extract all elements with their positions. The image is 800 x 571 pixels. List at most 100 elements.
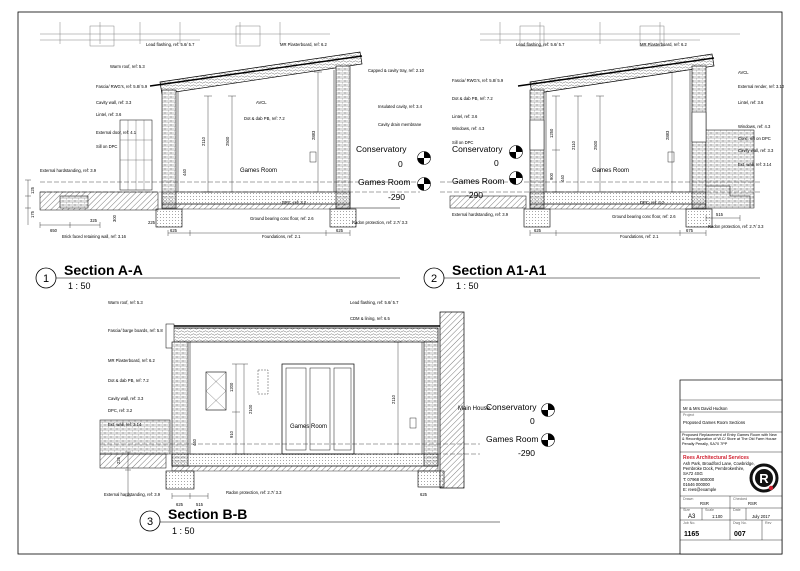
section-title: Section A-A xyxy=(64,262,143,278)
section-title: Section B-B xyxy=(168,506,247,522)
annotation: Ground bearing conc floor, ref: 2.6 xyxy=(612,214,676,219)
drawn-label: Drawn xyxy=(683,497,693,501)
dimension: 300 xyxy=(112,214,117,222)
section-title-2: 2 Section A1-A1 1 : 50 xyxy=(423,262,760,291)
dwg-number: 007 xyxy=(734,531,746,538)
dimension: 175 xyxy=(30,210,35,218)
annotation: Windows, ref: 4.3 xyxy=(738,124,771,129)
section-number: 1 xyxy=(43,273,49,285)
drawn-value: RSR xyxy=(700,501,709,506)
level-labels: Conservatory 0 Games Room -290 Conservat… xyxy=(356,144,538,458)
annotation: External hardstanding, ref: 3.9 xyxy=(104,492,161,497)
annotation: Sill on DPC xyxy=(96,144,117,149)
annotation: External render, ref: 3.10 xyxy=(738,84,785,89)
annotation: Cavity wall, ref: 3.3 xyxy=(108,396,144,401)
firm-logo: R xyxy=(749,463,779,493)
section-number: 2 xyxy=(431,273,437,285)
section-title-3: 3 Section B-B 1 : 50 xyxy=(139,506,500,536)
firm-address-line: Ash Park, Broadford Lane, Cowbridge, xyxy=(683,461,755,466)
dimension: 900 xyxy=(549,172,554,180)
annotation: Fascia/ RWG's, ref: 5.8/ 5.9 xyxy=(96,84,148,89)
annotation: Foundations, ref: 2.1 xyxy=(262,234,301,239)
dimension: 625 xyxy=(176,502,184,507)
dimension: 440 xyxy=(182,168,187,176)
annotation: Capped & cavity tray, ref: 2.10 xyxy=(368,68,425,73)
job-label: Job No. xyxy=(683,521,695,525)
annotation: MR Plasterboard, ref: 6.2 xyxy=(640,42,687,47)
level-value: -290 xyxy=(466,190,483,200)
annotation: External hardstanding, ref: 3.9 xyxy=(40,168,97,173)
section-title: Section A1-A1 xyxy=(452,262,547,278)
annotation: Fascia/ barge boards, ref: 5.8 xyxy=(108,328,163,333)
annotation: Sill on DPC xyxy=(452,140,473,145)
scale-value: 1:100 xyxy=(712,514,723,519)
date-label: Date xyxy=(733,508,741,512)
dimension: 225 xyxy=(148,220,156,225)
annotation: DPC, ref: 3.2 xyxy=(640,200,665,205)
annotation: DPC, ref: 3.2 xyxy=(282,200,307,205)
annotation: Warm roof, ref: 5.3 xyxy=(108,300,143,305)
annotation: Cavity wall, ref: 3.3 xyxy=(738,148,774,153)
firm-contact-line: E: rees@example xyxy=(683,487,717,492)
job-number: 1165 xyxy=(684,531,699,538)
annotation: Lead flashing, ref: 5.6/ 5.7 xyxy=(516,42,565,47)
annotation: Conc. sill on DPC xyxy=(738,136,771,141)
annotation: Radon protection, ref: 2.7/ 3.3 xyxy=(352,220,408,225)
section-b-b xyxy=(99,311,480,499)
section-a-a-annotations: Lead flashing, ref: 5.6/ 5.7 MR Plasterb… xyxy=(40,42,425,239)
section-b-b-dims: 1200 2100 910 2110 440 225 625 515 625 xyxy=(116,382,428,507)
drawing-title: Proposed Games Room Sections xyxy=(683,420,745,425)
annotation: Windows, ref: 4.3 xyxy=(452,126,485,131)
dimension: 2883 xyxy=(665,130,670,140)
annotation: AVCL xyxy=(256,100,267,105)
annotation: Ext. wall, ref: 3.14 xyxy=(738,162,772,167)
level-value: -290 xyxy=(518,448,535,458)
client-name: Mr & Mrs David Hudson xyxy=(683,406,728,411)
level-markers-a xyxy=(417,151,431,191)
firm-address-line: Pembroke Dock, Pembrokeshire, xyxy=(683,466,744,471)
section-scale: 1 : 50 xyxy=(172,526,195,536)
project-field-label: Project xyxy=(683,413,694,417)
dimension: 625 xyxy=(534,228,542,233)
dimension: 625 xyxy=(336,228,344,233)
room-label: Games Room xyxy=(240,168,277,174)
section-a-a xyxy=(25,22,420,236)
annotation: Dot & dab PB, ref: 7.2 xyxy=(452,96,493,101)
annotation: Radon protection, ref: 2.7/ 3.3 xyxy=(226,490,282,495)
section-scale: 1 : 50 xyxy=(68,281,91,291)
annotation: Dot & dab PB, ref: 7.2 xyxy=(244,116,285,121)
dimension: 2110 xyxy=(391,394,396,404)
section-a-a-dims: 2110 2500 2883 440 225 300 175 125 325 6… xyxy=(30,130,344,233)
firm-contact-line: T: 07968 800000 xyxy=(683,477,715,482)
level-value: 0 xyxy=(530,416,535,426)
dimension: 675 xyxy=(686,228,694,233)
level-name: Games Room xyxy=(486,434,538,444)
dimension: 440 xyxy=(560,174,565,182)
date-value: July 2017 xyxy=(752,514,771,519)
scale-label: Scale xyxy=(705,508,714,512)
annotation: CDM & lining, ref: 6.5 xyxy=(350,316,390,321)
annotation: Cavity wall, ref: 3.3 xyxy=(96,100,132,105)
dimension: 225 xyxy=(116,456,121,464)
firm-name: Rees Architectural Services xyxy=(683,455,749,461)
annotation: DPC, ref: 3.2 xyxy=(108,408,133,413)
checked-value: RSR xyxy=(748,501,757,506)
dimension: 2110 xyxy=(571,140,576,150)
dimension: 2100 xyxy=(248,404,253,414)
annotation: Lintel, ref: 3.6 xyxy=(96,112,122,117)
annotation: Ext. wall, ref: 3.14 xyxy=(108,422,142,427)
annotation: Radon protection, ref: 2.7/ 3.3 xyxy=(708,224,764,229)
annotation: AVCL xyxy=(738,70,749,75)
annotation: Foundations, ref: 2.1 xyxy=(620,234,659,239)
section-scale: 1 : 50 xyxy=(456,281,479,291)
section-a1-a1-dims: 1250 2110 2500 2883 900 440 515 625 675 xyxy=(534,128,724,233)
dimension: 515 xyxy=(196,502,204,507)
section-b-b-annotations: Warm roof, ref: 5.3 Fascia/ barge boards… xyxy=(104,300,491,497)
firm-address-line: SA72 4SG xyxy=(683,471,703,476)
size-label: Size xyxy=(683,508,690,512)
dimension: 625 xyxy=(420,492,428,497)
room-label: Games Room xyxy=(592,168,629,174)
annotation: Dot & dab PB, ref: 7.2 xyxy=(108,378,149,383)
annotation: MR Plasterboard, ref: 6.2 xyxy=(280,42,327,47)
